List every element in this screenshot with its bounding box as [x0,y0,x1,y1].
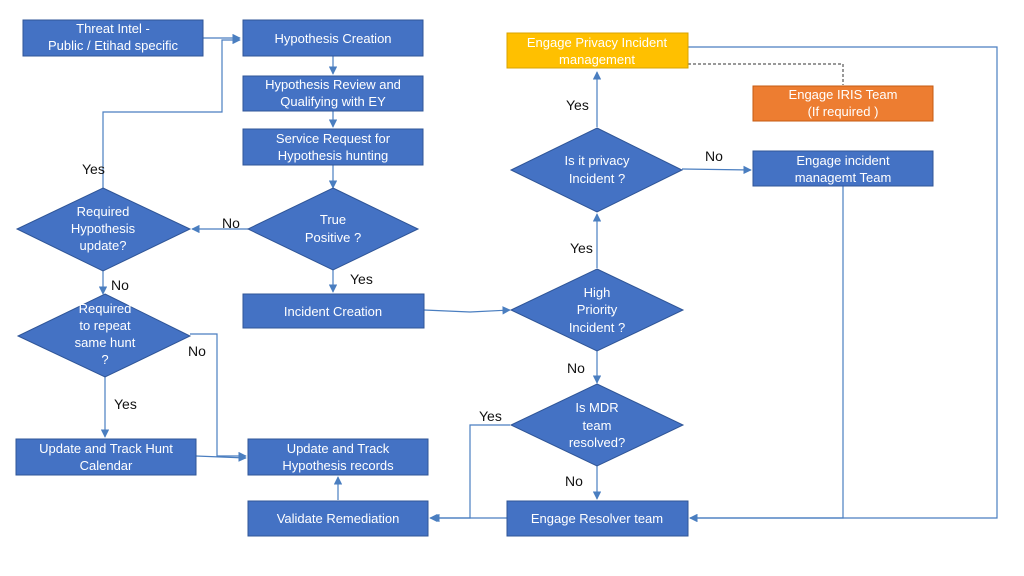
node-engage-resolver-label: Engage Resolver team [531,511,663,526]
node-engage-iris-line2: (If required ) [808,104,879,119]
decision-true-positive: True Positive ? [246,187,420,271]
edge-privacy-no [681,165,752,175]
node-hypothesis-review: Hypothesis Review and Qualifying with EY [242,75,424,112]
label-repeat-no: No [188,343,206,359]
edge-repeat-no [190,333,247,461]
label-truepositive-no: No [222,215,240,231]
label-update-yes: Yes [82,161,105,177]
edge-incidentteam-to-resolver [689,186,844,523]
node-threat-intel-line1: Threat Intel - [76,21,150,36]
decision-high-priority-line3: Incident ? [569,320,625,335]
label-update-no: No [111,277,129,293]
node-update-records-line1: Update and Track [287,441,390,456]
label-privacy-yes: Yes [566,97,589,113]
node-threat-intel-line2: Public / Etihad specific [48,38,179,53]
label-mdr-yes: Yes [479,408,502,424]
decision-required-update-line2: Hypothesis [71,221,136,236]
decision-is-mdr: Is MDR team resolved? [509,383,685,467]
decision-true-positive-line1: True [320,212,346,227]
edge-update-yes-to-creation [102,35,241,188]
decision-required-repeat: Required to repeat same hunt ? [16,293,192,378]
node-engage-incident-team-line1: Engage incident [796,153,890,168]
node-update-records: Update and Track Hypothesis records [247,438,429,476]
node-hypothesis-review-line1: Hypothesis Review and [265,77,401,92]
node-update-records-line2: Hypothesis records [282,458,394,473]
node-engage-privacy-line2: management [559,52,635,67]
decision-is-mdr-line3: resolved? [569,435,625,450]
node-validate-remediation-label: Validate Remediation [277,511,400,526]
node-update-calendar: Update and Track Hunt Calendar [15,438,197,476]
label-mdr-no: No [565,473,583,489]
decision-required-repeat-line1: Required [79,301,132,316]
node-incident-creation: Incident Creation [242,293,425,329]
decision-required-repeat-line2: to repeat [79,318,131,333]
label-truepositive-yes: Yes [350,271,373,287]
edge-privacy-to-resolver [688,46,998,523]
node-hypothesis-review-line2: Qualifying with EY [280,94,386,109]
label-highpriority-yes: Yes [570,240,593,256]
node-update-calendar-line2: Calendar [80,458,133,473]
label-highpriority-no: No [567,360,585,376]
node-hypothesis-creation: Hypothesis Creation [242,19,424,57]
label-privacy-no: No [705,148,723,164]
decision-required-update: Required Hypothesis update? [15,187,192,272]
node-engage-incident-team-line2: managemt Team [795,170,892,185]
decision-is-privacy-line1: Is it privacy [564,153,630,168]
node-engage-incident-team: Engage incident managemt Team [752,150,934,187]
decision-true-positive-line2: Positive ? [305,230,361,245]
decision-high-priority-line2: Priority [577,302,618,317]
node-threat-intel: Threat Intel - Public / Etihad specific [22,19,204,57]
node-engage-resolver: Engage Resolver team [506,500,689,537]
node-update-calendar-line1: Update and Track Hunt [39,441,173,456]
node-service-request-line2: Hypothesis hunting [278,148,389,163]
node-hypothesis-creation-label: Hypothesis Creation [274,31,391,46]
decision-is-privacy: Is it privacy Incident ? [509,127,684,213]
decision-high-priority-line1: High [584,285,611,300]
node-engage-privacy-line1: Engage Privacy Incident [527,35,668,50]
node-engage-privacy: Engage Privacy Incident management [506,32,689,69]
decision-required-repeat-line3: same hunt [75,335,136,350]
decision-high-priority: High Priority Incident ? [509,268,685,352]
edge-incident-to-highpriority [423,306,511,315]
decision-required-repeat-line4: ? [101,352,108,367]
edge-labels: Yes No Yes No No Yes Yes No Yes No Yes N… [82,97,723,489]
decision-required-update-line1: Required [77,204,130,219]
node-validate-remediation: Validate Remediation [247,500,429,537]
edges [98,33,998,523]
edge-calendar-to-records [195,453,247,462]
node-service-request: Service Request for Hypothesis hunting [242,128,424,166]
decision-required-update-line3: update? [80,238,127,253]
node-incident-creation-label: Incident Creation [284,304,382,319]
decision-is-mdr-line1: Is MDR [575,400,618,415]
node-engage-iris: Engage IRIS Team (If required ) [752,85,934,122]
decision-is-mdr-line2: team [583,418,612,433]
edge-mdr-yes [429,424,510,523]
node-service-request-line1: Service Request for [276,131,391,146]
label-repeat-yes: Yes [114,396,137,412]
edge-privacy-to-iris [688,63,844,85]
decision-is-privacy-line2: Incident ? [569,171,625,186]
node-engage-iris-line1: Engage IRIS Team [789,87,898,102]
